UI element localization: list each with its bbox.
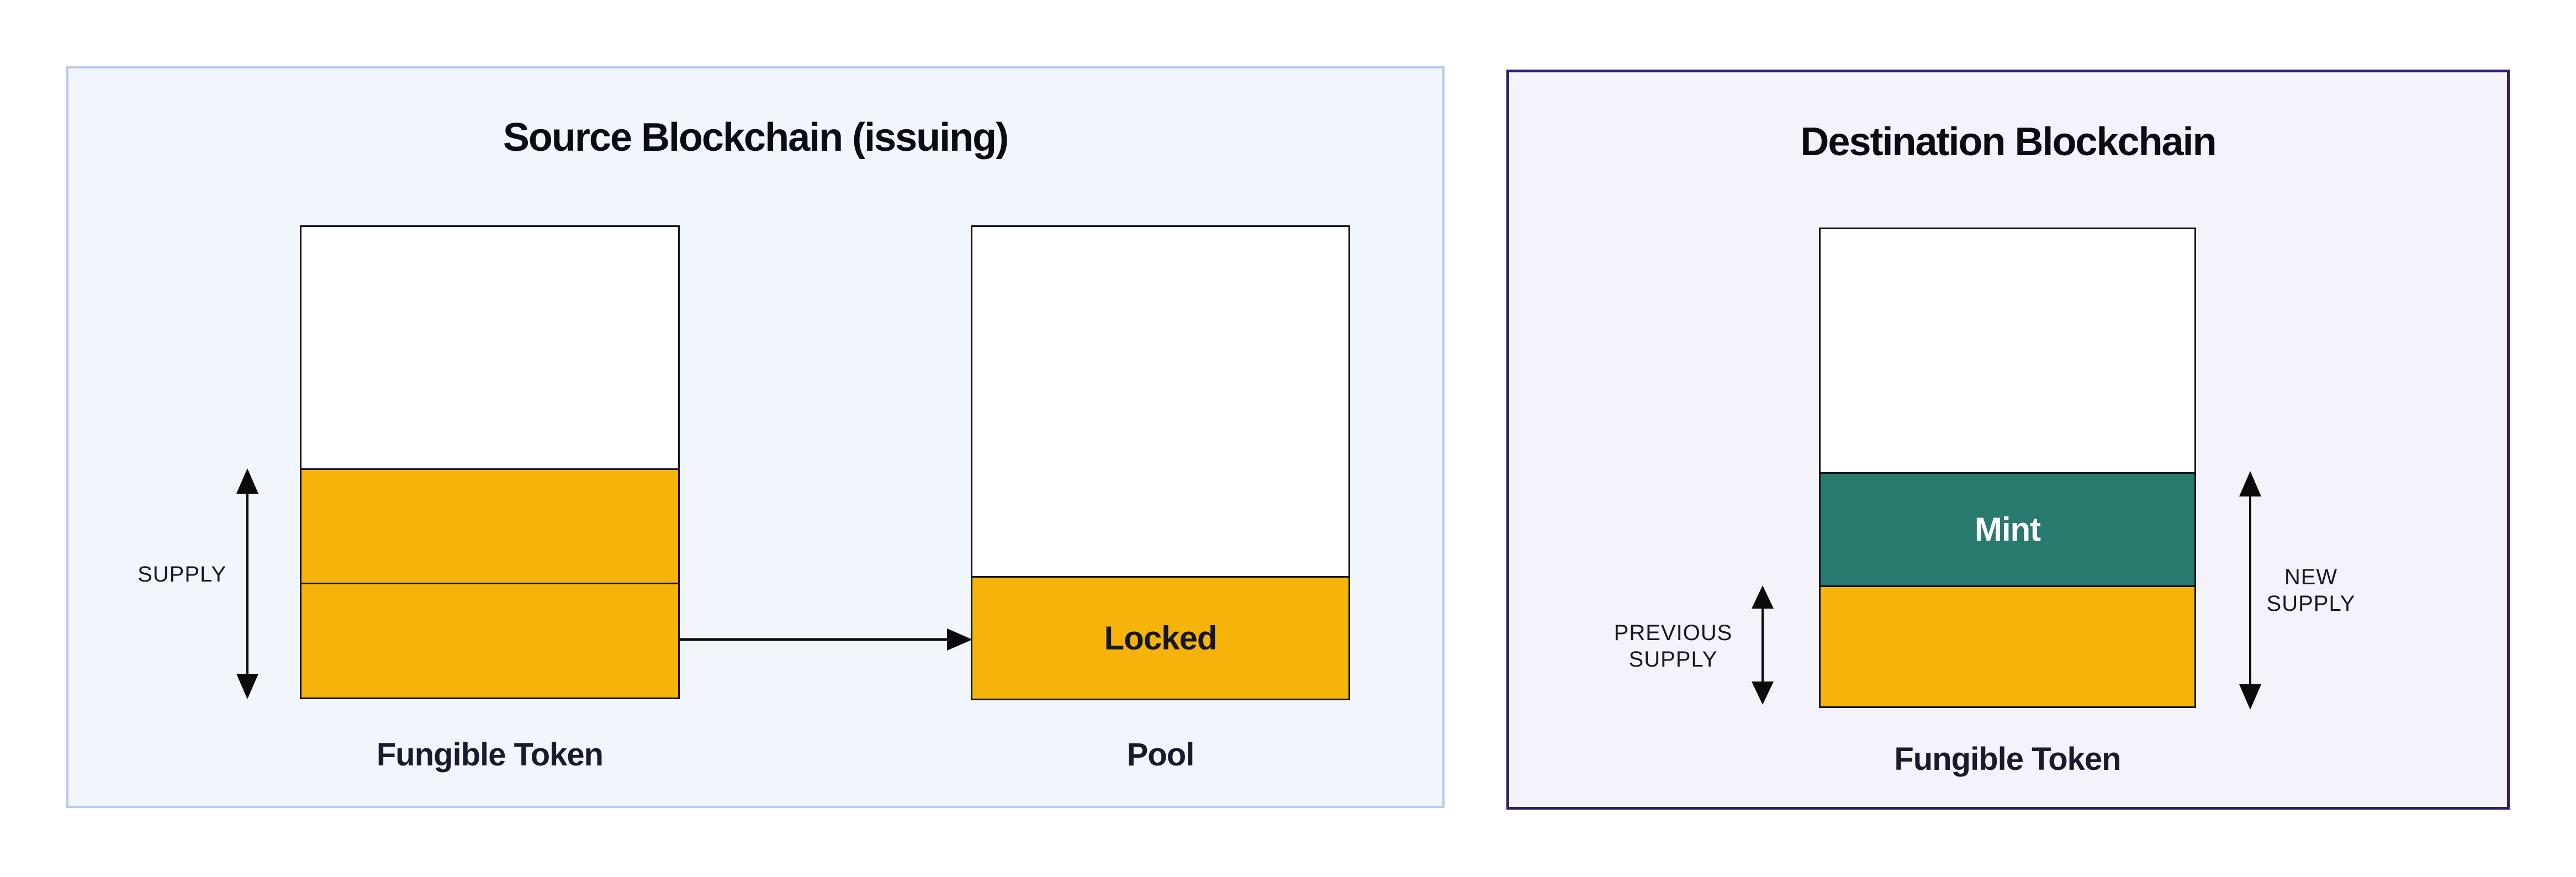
mint-segment: Mint <box>1821 472 2194 585</box>
mint-label: Mint <box>1974 511 2041 548</box>
source-token-caption: Fungible Token <box>376 737 604 773</box>
source-token-lower-segment <box>301 583 678 698</box>
pool-locked-segment: Locked <box>972 576 1348 699</box>
supply-label: SUPPLY <box>137 562 226 587</box>
source-token-upper-segment <box>301 468 678 583</box>
previous-supply-label-line2: SUPPLY <box>1628 647 1718 672</box>
source-fungible-token-bar <box>300 225 680 699</box>
new-supply-label: NEW SUPPLY <box>2245 564 2377 617</box>
previous-supply-range-arrow <box>1752 585 1774 705</box>
new-supply-label-line2: SUPPLY <box>2266 591 2356 616</box>
new-supply-range-arrow <box>2239 471 2261 710</box>
previous-supply-label-line1: PREVIOUS <box>1614 621 1733 645</box>
source-panel-title: Source Blockchain (issuing) <box>502 115 1009 160</box>
pool-caption: Pool <box>1126 737 1195 773</box>
destination-panel-title: Destination Blockchain <box>1800 120 2217 164</box>
new-supply-label-line1: NEW <box>2284 565 2338 589</box>
source-pool-bar: Locked <box>971 225 1350 700</box>
destination-fungible-token-bar: Mint <box>1819 228 2196 708</box>
previous-supply-label: PREVIOUS SUPPLY <box>1596 620 1750 673</box>
supply-range-arrow <box>236 468 258 699</box>
pool-empty-space <box>972 227 1348 576</box>
source-token-empty-space <box>301 227 678 468</box>
transfer-arrow <box>680 628 972 651</box>
destination-token-empty-space <box>1821 229 2194 472</box>
destination-token-caption: Fungible Token <box>1894 741 2121 777</box>
previous-supply-segment <box>1821 585 2194 706</box>
locked-label: Locked <box>1104 619 1217 657</box>
